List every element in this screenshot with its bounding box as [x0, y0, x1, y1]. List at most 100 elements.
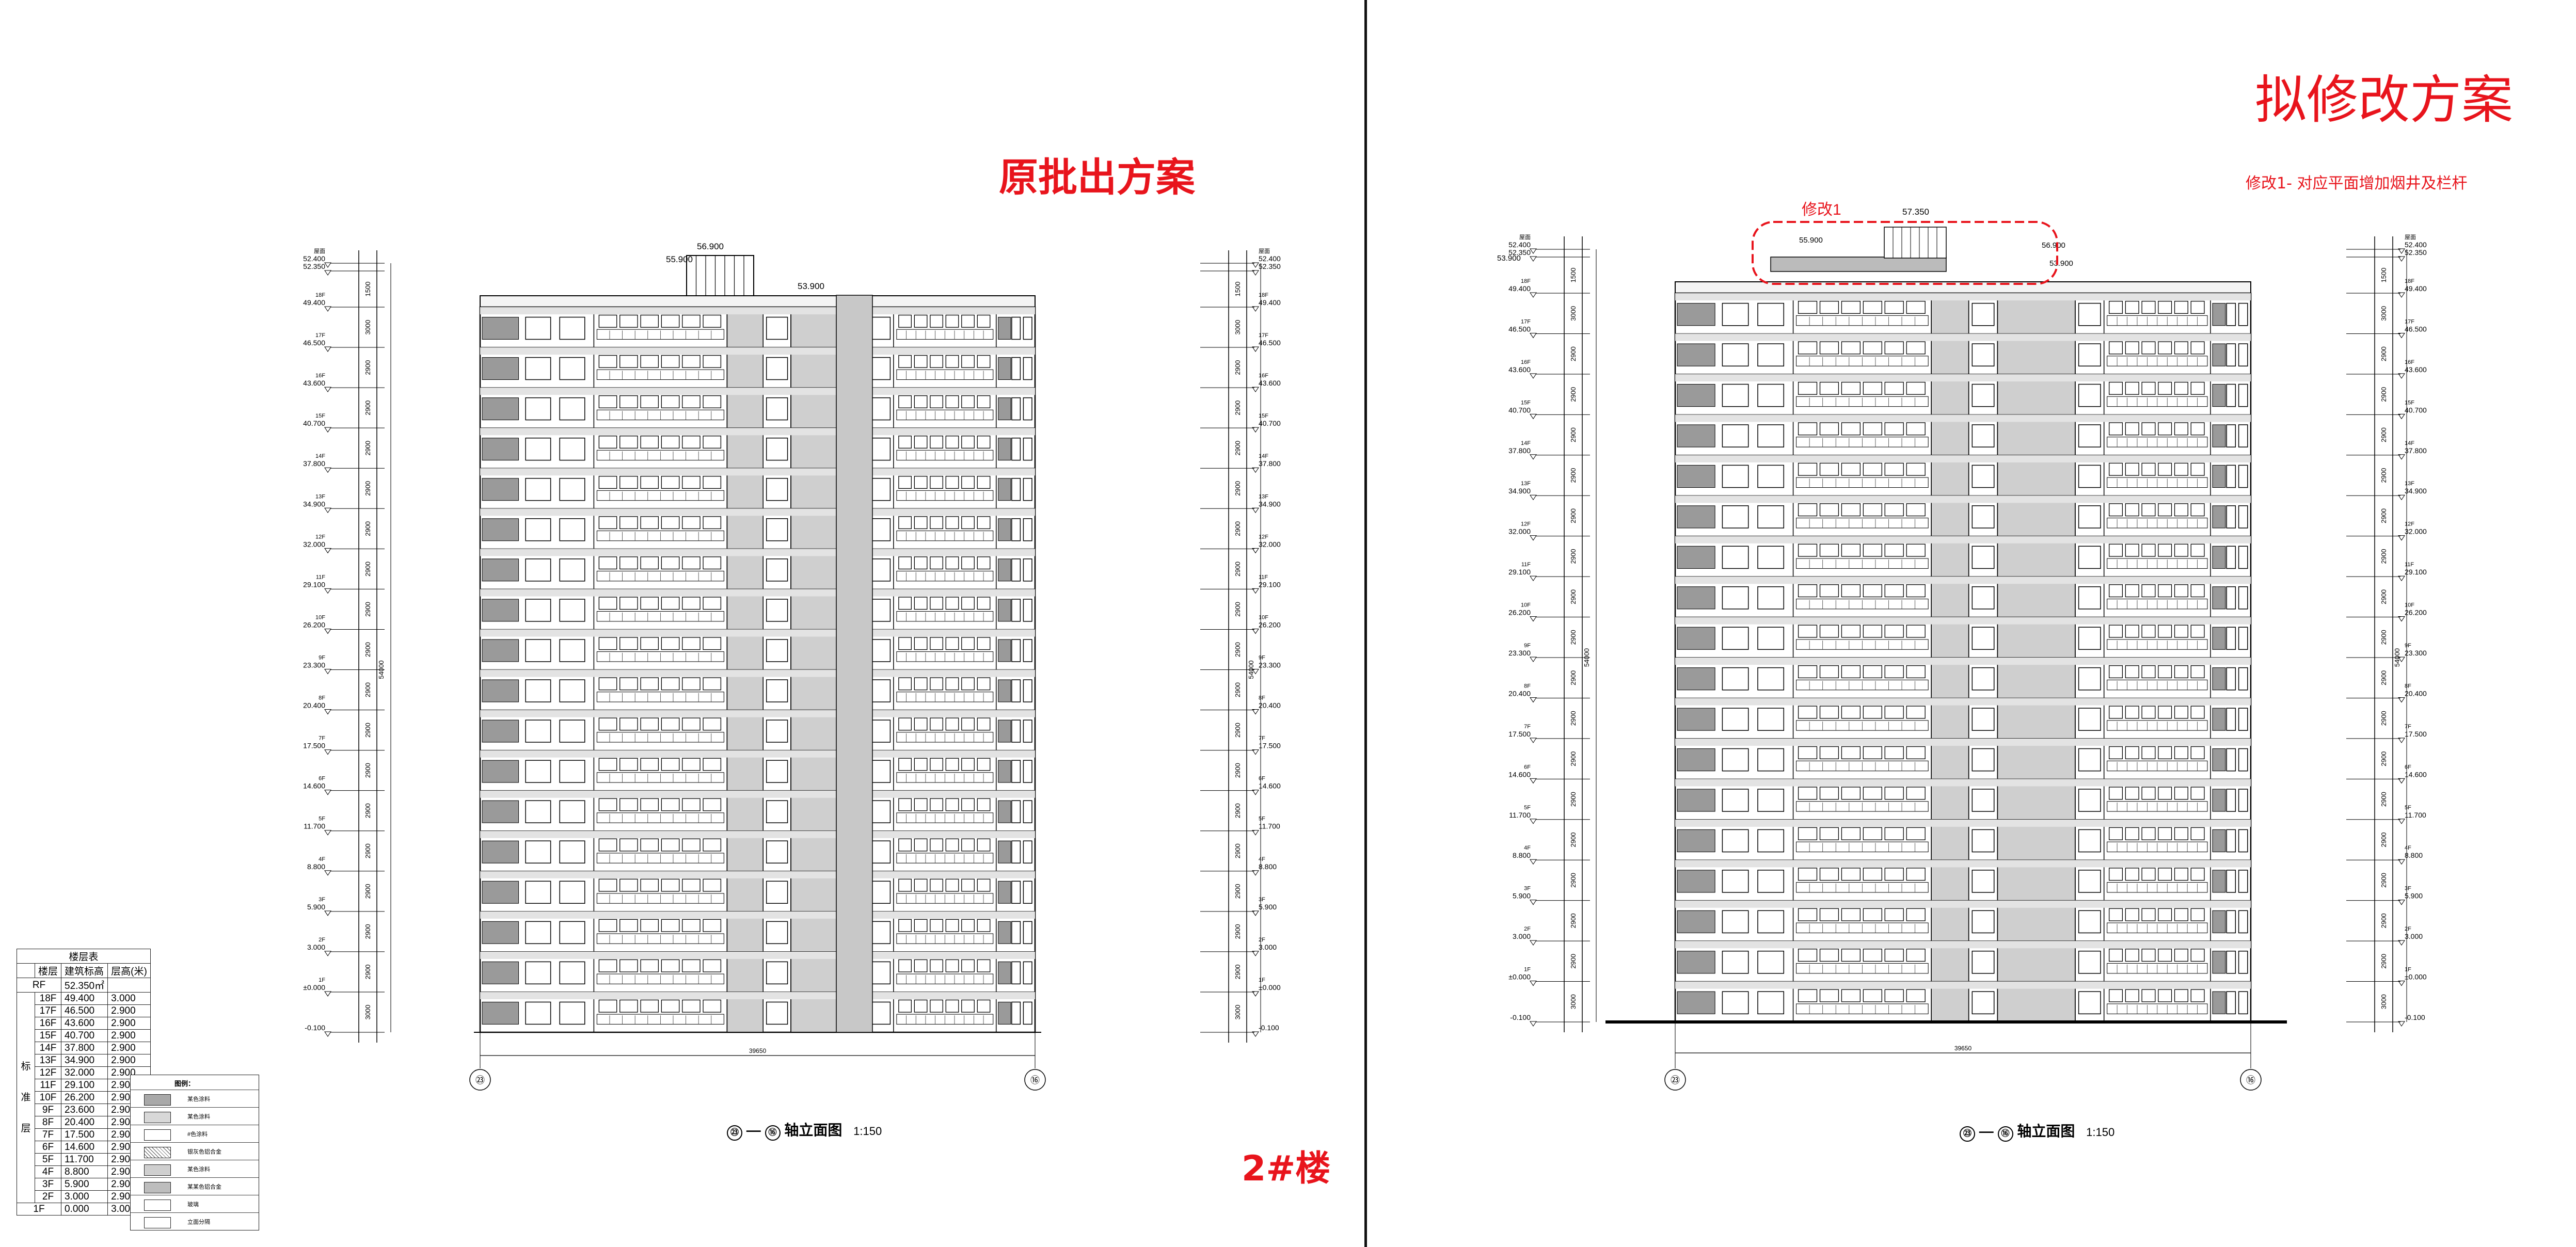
- window: [525, 437, 551, 461]
- window: [661, 758, 680, 771]
- window: [2141, 989, 2156, 1002]
- floor-label: 7F: [319, 736, 325, 742]
- elevation-marker: [1252, 870, 1259, 876]
- window: [1841, 341, 1861, 355]
- elevation-label: 14.600: [303, 782, 325, 790]
- table-cell: 13F: [34, 1054, 62, 1067]
- window: [1841, 989, 1861, 1002]
- window: [661, 395, 680, 408]
- elevation-marker: [2398, 657, 2405, 662]
- window: [2174, 706, 2188, 719]
- window: [1722, 424, 1749, 447]
- window: [2141, 300, 2156, 314]
- wall-panel: [2212, 465, 2226, 488]
- window: [1884, 503, 1904, 517]
- elevation-marker: [2398, 373, 2405, 379]
- table-cell: 9F: [34, 1104, 62, 1116]
- slab-band: [1675, 941, 2251, 949]
- floor-height-label: 2900: [1234, 602, 1242, 617]
- window: [1841, 300, 1861, 314]
- floor-height-label: 2900: [1234, 642, 1242, 657]
- window: [2141, 787, 2156, 800]
- elevation-marker: [324, 628, 331, 634]
- window: [1023, 639, 1032, 662]
- window: [2226, 424, 2236, 447]
- window: [1757, 586, 1785, 610]
- proposed-elevation-drawing: 57.35055.90056.90053.900修改153.90052.400屋…: [1497, 201, 2427, 1091]
- window: [661, 798, 680, 811]
- window: [1722, 627, 1749, 650]
- elevation-label: 29.100: [1508, 568, 1531, 576]
- slab-band: [480, 750, 1035, 758]
- window: [1011, 720, 1021, 743]
- window: [1863, 503, 1882, 517]
- floor-height-label: 1500: [1234, 282, 1242, 297]
- floor-label: 1F: [2405, 967, 2411, 973]
- elevation-marker: [1530, 778, 1537, 784]
- table-cell: 26.200: [61, 1091, 108, 1104]
- window: [619, 516, 638, 530]
- window: [914, 717, 928, 731]
- window: [2109, 827, 2123, 840]
- elevation-label: 11.700: [1509, 811, 1531, 819]
- floor-label: 11F: [316, 574, 325, 580]
- window: [1023, 961, 1032, 985]
- window: [1798, 341, 1818, 355]
- legend-swatch: [144, 1129, 171, 1141]
- window: [598, 395, 617, 408]
- floor-height-label: 3000: [364, 1005, 372, 1020]
- window: [2190, 706, 2205, 719]
- window: [898, 959, 912, 972]
- window: [2226, 546, 2236, 569]
- window: [1023, 397, 1032, 421]
- elevation-marker: [1252, 427, 1259, 433]
- window: [1023, 518, 1032, 541]
- window: [640, 919, 659, 932]
- window: [1757, 505, 1785, 529]
- floor-height-label: 2900: [2380, 833, 2388, 848]
- elevation-label: ±0.000: [1259, 983, 1281, 992]
- window: [619, 597, 638, 610]
- window: [766, 679, 788, 702]
- elevation-label: 5.900: [1513, 892, 1531, 900]
- wall-panel: [1677, 991, 1715, 1014]
- floor-height-label: 1500: [2380, 268, 2388, 283]
- window: [977, 476, 991, 489]
- window: [1971, 910, 1995, 934]
- window: [945, 436, 959, 449]
- window: [2141, 381, 2156, 395]
- wall-panel: [998, 1001, 1011, 1025]
- window: [619, 999, 638, 1013]
- window: [682, 314, 701, 328]
- window: [1884, 746, 1904, 759]
- floor-label: 6F: [2405, 764, 2411, 770]
- table-cell: 46.500: [61, 1004, 108, 1017]
- window: [1011, 397, 1021, 421]
- window: [1722, 302, 1749, 326]
- window: [961, 959, 975, 972]
- proposed-scheme-title: 拟修改方案: [2255, 70, 2513, 130]
- window: [2109, 341, 2123, 355]
- table-cell: 40.700: [61, 1029, 108, 1042]
- floor-label: 7F: [1259, 736, 1265, 742]
- elevation-label: 46.500: [2405, 325, 2427, 333]
- window: [2141, 584, 2156, 598]
- window: [559, 1001, 585, 1025]
- window: [703, 717, 722, 731]
- axis-bubble-label: ⑯: [2246, 1075, 2255, 1085]
- elevation-marker: [1252, 346, 1259, 352]
- window: [1757, 950, 1785, 974]
- floor-height-label: 2900: [364, 642, 372, 657]
- floor-height-label: 2900: [1569, 752, 1577, 766]
- floor-height-label: 2900: [1234, 884, 1242, 899]
- floor-height-label: 2900: [1234, 682, 1242, 697]
- floor-height-label: 2900: [364, 602, 372, 617]
- window: [1023, 881, 1032, 904]
- table-header-cell: 层高(米): [107, 963, 151, 978]
- window: [661, 677, 680, 691]
- elevation-label: 37.800: [2405, 446, 2427, 455]
- window: [977, 717, 991, 731]
- window: [977, 919, 991, 932]
- elevation-label: 11.700: [304, 822, 325, 830]
